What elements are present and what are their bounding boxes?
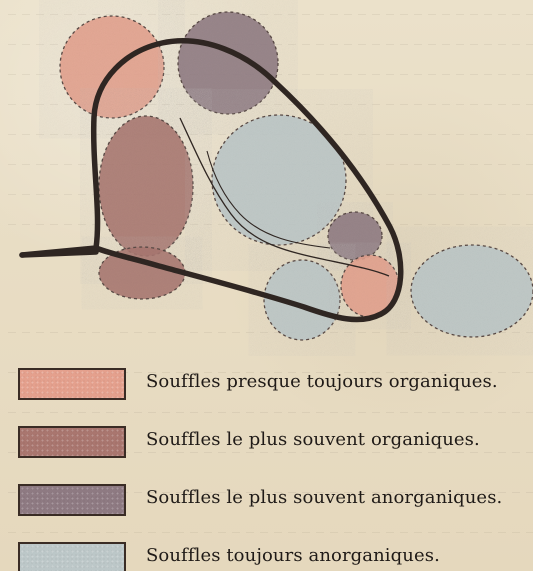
legend-label: Souffles le plus souvent organiques. [146,428,480,452]
legend-swatch [18,542,126,571]
legend-label: Souffles toujours anorganiques. [146,544,440,568]
heart-auscultation-diagram [0,0,533,360]
legend-item-presque-toujours-organiques: Souffles presque toujours organiques. [18,368,518,402]
legend-label: Souffles le plus souvent anorganiques. [146,486,502,510]
far-right-anorganic-zone [411,245,533,337]
legend-item-plus-souvent-anorganiques: Souffles le plus souvent anorganiques. [18,484,518,518]
legend-item-toujours-anorganiques: Souffles toujours anorganiques. [18,542,518,571]
legend-item-plus-souvent-organiques: Souffles le plus souvent organiques. [18,426,518,460]
upper-middle-anorganic-zone [178,12,278,114]
small-right-mixed-zone [328,212,382,260]
left-axis-line [22,252,96,255]
upper-left-organic-zone [60,16,164,118]
legend-swatch [18,368,126,400]
legend-swatch [18,426,126,458]
left-organic-zone [99,116,193,256]
legend-swatch [18,484,126,516]
legend-label: Souffles presque toujours organiques. [146,370,498,394]
